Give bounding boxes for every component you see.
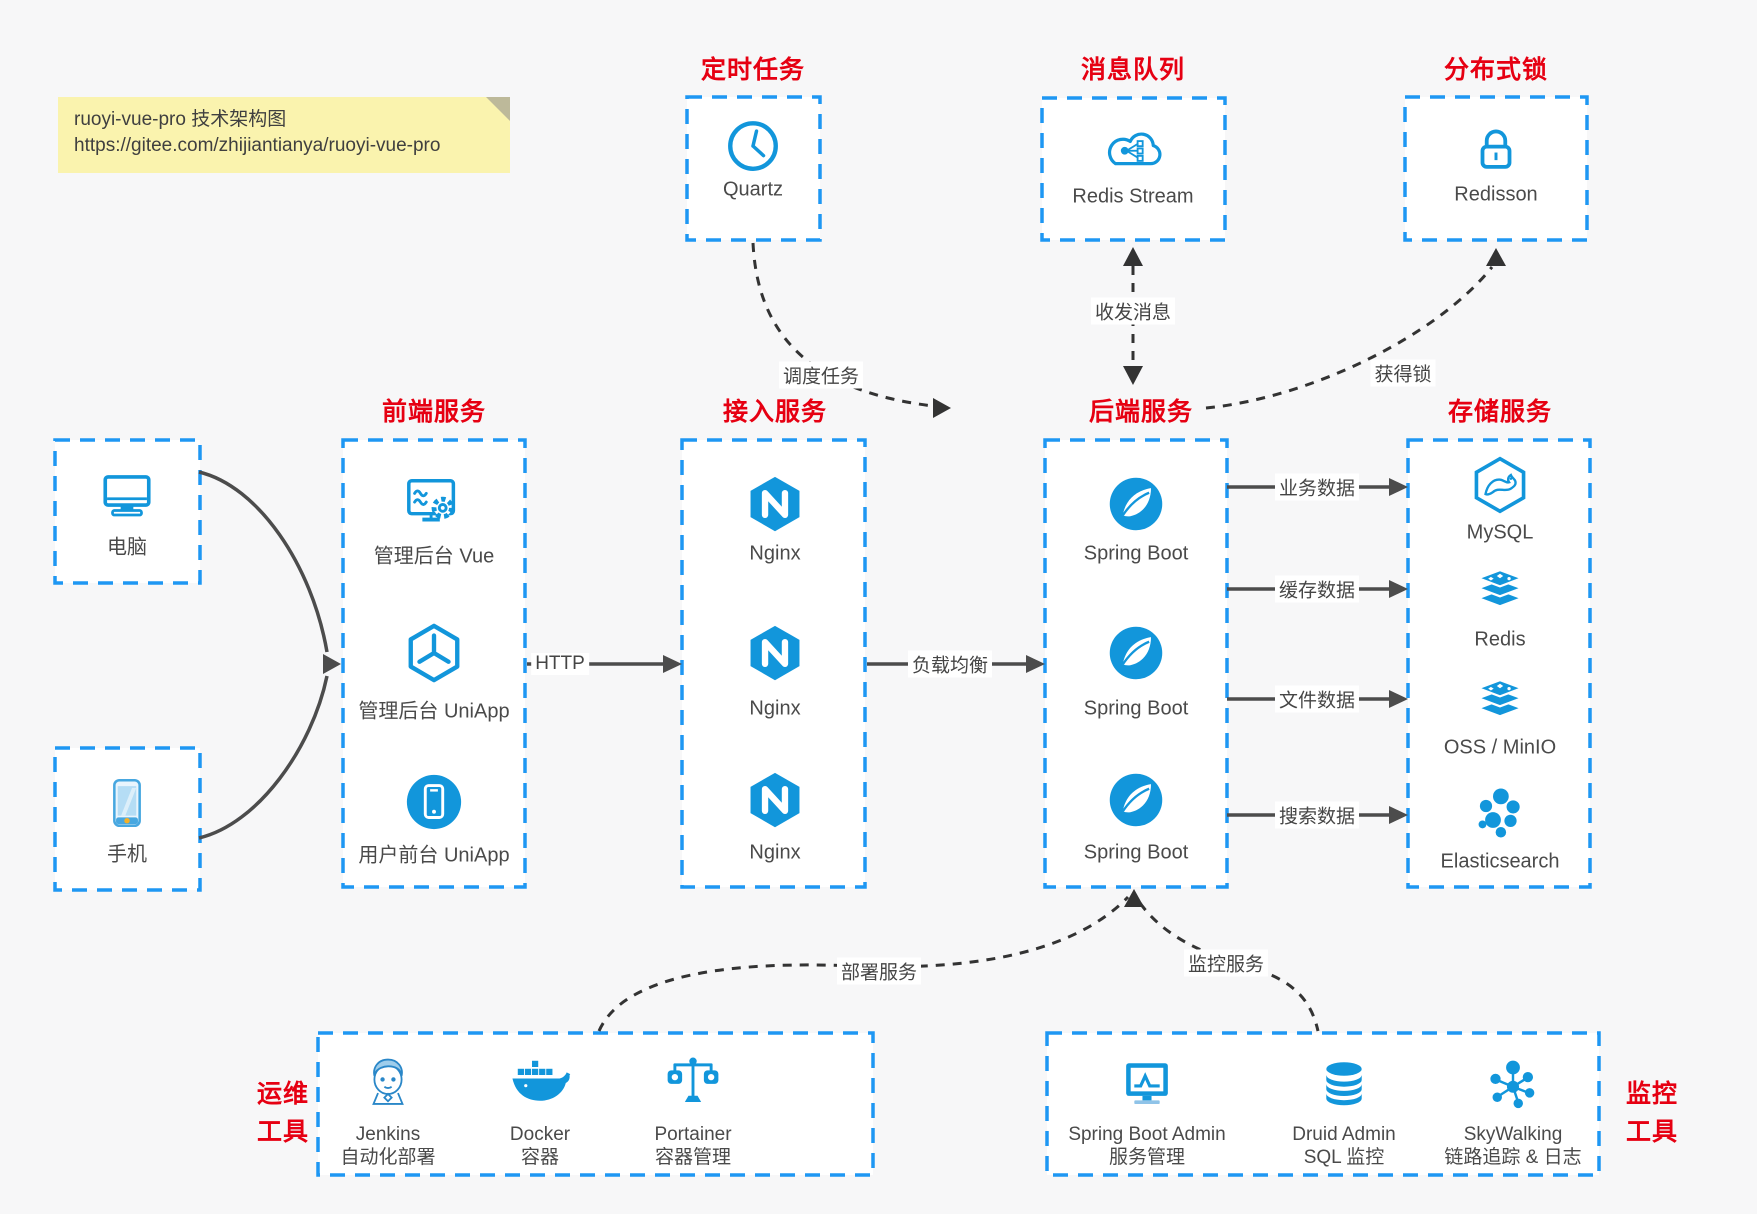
monitor-title-line1: 监控	[1625, 1080, 1679, 1108]
ops-title-line2: 工具	[256, 1118, 310, 1146]
druid-label: Druid Admin SQL 监控	[1292, 1124, 1396, 1168]
scheduler-title: 定时任务	[700, 56, 806, 84]
redisson-label: Redisson	[1454, 183, 1538, 206]
monitor-service-label: 监控服务	[1183, 949, 1269, 977]
user-uniapp-icon	[403, 771, 465, 833]
schedule-task-curve	[751, 242, 934, 408]
nginx-label: Nginx	[749, 841, 801, 864]
redis-stream-cloud-icon	[1098, 122, 1168, 174]
acquire-lock-curve	[1205, 266, 1494, 410]
nginx-label: Nginx	[749, 542, 801, 565]
mysql-label: MySQL	[1466, 521, 1534, 544]
spring-boot-label: Spring Boot	[1083, 542, 1189, 565]
skywalking-label: SkyWalking 链路追踪 & 日志	[1444, 1124, 1582, 1168]
search-data-label: 搜索数据	[1274, 801, 1360, 829]
monitor-service-curve	[1138, 902, 1320, 1032]
gateway-title: 接入服务	[722, 398, 828, 426]
monitor-title-line2: 工具	[1625, 1118, 1679, 1146]
cache-data-label: 缓存数据	[1274, 575, 1360, 603]
jenkins-icon	[359, 1055, 417, 1113]
clock-icon	[725, 118, 781, 174]
schedule-task-label: 调度任务	[778, 361, 864, 389]
biz-data-label: 业务数据	[1274, 473, 1360, 501]
mysql-icon	[1471, 456, 1529, 514]
acquire-lock-label: 获得锁	[1370, 359, 1436, 387]
mq-title: 消息队列	[1080, 56, 1186, 84]
skywalking-icon	[1485, 1057, 1541, 1113]
portainer-scale-icon	[664, 1054, 722, 1112]
mobile-to-frontend-arrow	[198, 675, 329, 840]
note-title: ruoyi-vue-pro 技术架构图	[74, 109, 287, 130]
nginx-icon	[746, 624, 804, 682]
quartz-label: Quartz	[722, 178, 784, 201]
spring-boot-icon	[1106, 770, 1166, 830]
http-label: HTTP	[531, 653, 589, 675]
frontend-title: 前端服务	[381, 398, 487, 426]
oss-minio-icon	[1471, 675, 1529, 726]
note-url: https://gitee.com/zhijiantianya/ruoyi-vu…	[74, 135, 441, 156]
phone-icon	[100, 776, 154, 830]
spring-boot-icon	[1106, 623, 1166, 683]
sticky-note: ruoyi-vue-pro 技术架构图 https://gitee.com/zh…	[58, 97, 510, 173]
spring-boot-icon	[1106, 474, 1166, 534]
computer-icon	[98, 467, 156, 525]
storage-title: 存储服务	[1447, 398, 1553, 426]
mq-box	[1040, 96, 1227, 242]
spring-boot-admin-icon	[1118, 1056, 1176, 1114]
docker-label: Docker 容器	[509, 1124, 571, 1168]
file-data-label: 文件数据	[1274, 685, 1360, 713]
deploy-service-label: 部署服务	[836, 957, 922, 985]
redis-stream-label: Redis Stream	[1072, 185, 1194, 208]
oss-minio-label: OSS / MinIO	[1443, 736, 1557, 759]
mobile-label: 手机	[107, 843, 147, 866]
lock-icon	[1469, 123, 1523, 177]
ops-box	[316, 1031, 875, 1177]
pc-label: 电脑	[107, 536, 147, 559]
nginx-icon	[746, 475, 804, 533]
load-balance-label: 负载均衡	[907, 650, 993, 678]
frontend-item-label: 管理后台 Vue	[373, 545, 495, 568]
redis-label: Redis	[1474, 628, 1526, 651]
frontend-item-label: 用户前台 UniApp	[358, 844, 510, 867]
docker-icon	[508, 1058, 572, 1108]
ops-title-line1: 运维	[256, 1080, 310, 1108]
spring-boot-admin-label: Spring Boot Admin 服务管理	[1068, 1124, 1226, 1168]
spring-boot-label: Spring Boot	[1083, 841, 1189, 864]
jenkins-label: Jenkins 自动化部署	[340, 1124, 436, 1168]
vue-admin-icon	[403, 473, 465, 535]
redis-icon	[1471, 565, 1529, 616]
nginx-icon	[746, 771, 804, 829]
elasticsearch-label: Elasticsearch	[1440, 850, 1560, 873]
elasticsearch-icon	[1472, 785, 1528, 841]
frontend-item-label: 管理后台 UniApp	[358, 700, 510, 723]
portainer-label: Portainer 容器管理	[654, 1124, 732, 1168]
pc-to-frontend-arrow	[198, 470, 329, 653]
send-receive-msg-label: 收发消息	[1090, 297, 1176, 325]
backend-title: 后端服务	[1088, 398, 1194, 426]
spring-boot-label: Spring Boot	[1083, 697, 1189, 720]
storage-box	[1406, 438, 1592, 889]
lock-title: 分布式锁	[1443, 56, 1549, 84]
uniapp-cube-icon	[403, 622, 465, 684]
nginx-label: Nginx	[749, 697, 801, 720]
druid-db-icon	[1317, 1058, 1371, 1112]
